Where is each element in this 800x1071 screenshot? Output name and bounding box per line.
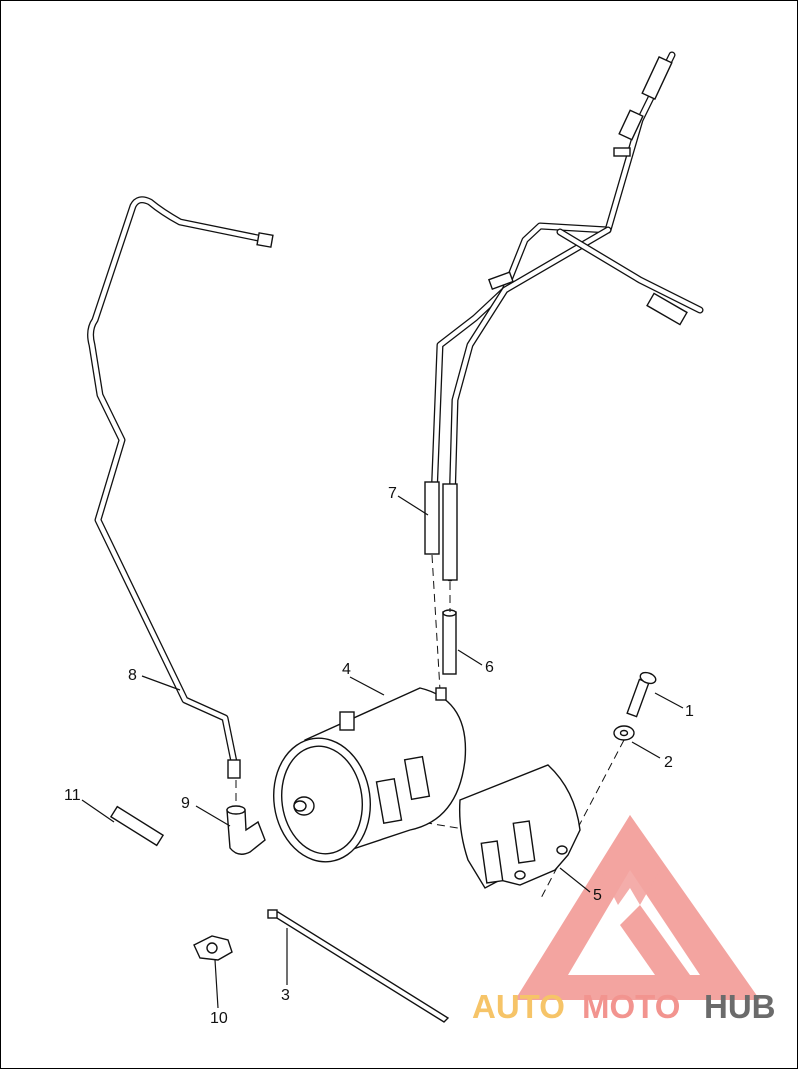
part-1-screw: [626, 671, 657, 718]
part-7-tube-assembly: [424, 51, 704, 582]
callout-2: 2: [664, 754, 673, 771]
watermark-logo: [515, 815, 760, 1000]
callout-6: 6: [485, 659, 494, 676]
part-5-bracket: [458, 764, 581, 889]
callout-8: 8: [128, 667, 137, 684]
callout-labels: 1 2 3 4 5 6 7 8 9 10 11: [64, 485, 694, 1027]
part-3-cable-tie: [267, 909, 450, 1023]
callout-9: 9: [181, 795, 190, 812]
watermark-auto: AUTO: [472, 988, 565, 1025]
callout-5: 5: [593, 887, 602, 904]
part-9-elbow: [226, 805, 266, 855]
part-11-short-hose: [109, 805, 165, 847]
leader-lines: [81, 495, 684, 1009]
part-10-clip: [193, 935, 233, 961]
part-2-washer: [613, 725, 635, 741]
part-4-canister: [272, 687, 467, 863]
watermark-hub: HUB: [704, 988, 776, 1025]
callout-3: 3: [281, 987, 290, 1004]
watermark-text: AUTO MOTO HUB: [472, 988, 776, 1025]
callout-1: 1: [685, 703, 694, 720]
callout-7: 7: [388, 485, 397, 502]
callout-11: 11: [64, 787, 81, 804]
watermark-moto: MOTO: [582, 988, 680, 1025]
part-6-short-hose: [442, 609, 457, 675]
part-8-vent-tube: [87, 196, 274, 779]
callout-10: 10: [210, 1010, 228, 1027]
callout-4: 4: [342, 661, 351, 678]
